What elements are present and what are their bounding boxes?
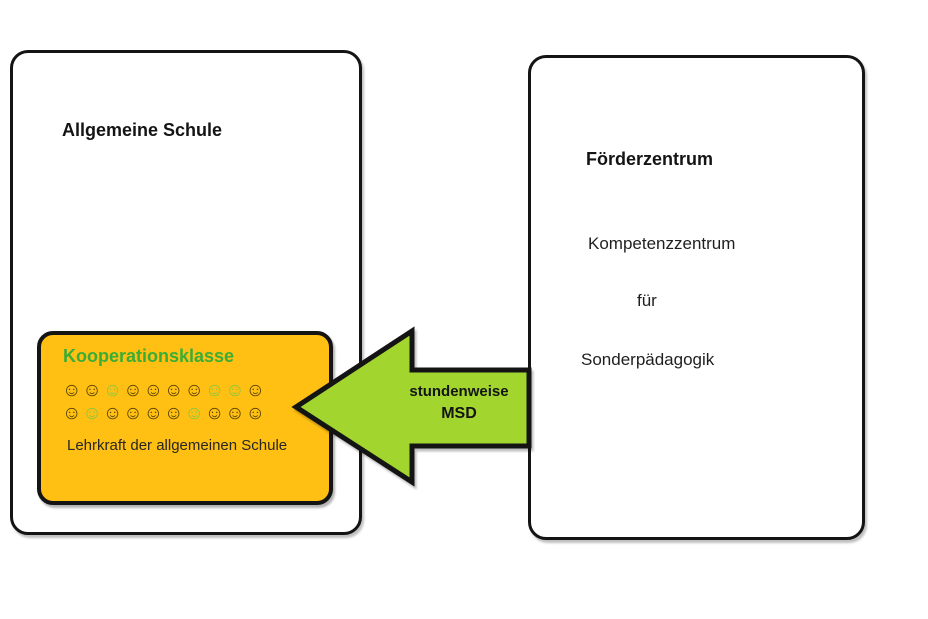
kompetenzzentrum-text: Kompetenzzentrum (588, 234, 736, 253)
smiley-face-icon: ☺ (82, 380, 103, 401)
smiley-face-icon: ☺ (245, 403, 267, 424)
smiley-face-icon: ☺ (184, 403, 205, 424)
smiley-face-icon: ☺ (204, 403, 226, 424)
msd-arrow (291, 326, 532, 487)
smiley-face-icon: ☺ (102, 380, 124, 401)
left-arrow-icon (291, 326, 532, 487)
smiley-face-icon: ☺ (225, 380, 246, 401)
smiley-row-1: ☺☺☺☺☺☺☺☺☺☺ (62, 381, 266, 400)
kooperationsklasse-title: Kooperationsklasse (63, 346, 235, 366)
smiley-face-icon: ☺ (62, 380, 83, 401)
smiley-face-icon: ☺ (204, 380, 226, 401)
smiley-face-icon: ☺ (123, 380, 144, 401)
sonderpaedagogik-text: Sonderpädagogik (581, 350, 715, 369)
smiley-face-icon: ☺ (143, 403, 165, 424)
smiley-face-icon: ☺ (62, 403, 83, 424)
smiley-row-2: ☺☺☺☺☺☺☺☺☺☺ (62, 404, 266, 423)
arrow-label: stundenweise MSD (396, 381, 522, 425)
smiley-face-icon: ☺ (225, 403, 246, 424)
smiley-face-icon: ☺ (82, 403, 103, 424)
smiley-face-icon: ☺ (245, 380, 267, 401)
fuer-text: für (637, 291, 657, 310)
arrow-label-line2: MSD (441, 405, 477, 422)
kooperationsklasse-box: Kooperationsklasse ☺☺☺☺☺☺☺☺☺☺ ☺☺☺☺☺☺☺☺☺☺… (37, 331, 333, 505)
arrow-label-line1: stundenweise (409, 383, 509, 400)
lehrkraft-caption: Lehrkraft der allgemeinen Schule (67, 437, 288, 454)
foerderzentrum-title: Förderzentrum (586, 149, 714, 169)
smiley-face-icon: ☺ (184, 380, 205, 401)
foerderzentrum-box (528, 55, 865, 540)
smiley-face-icon: ☺ (102, 403, 124, 424)
allgemeine-schule-title: Allgemeine Schule (62, 120, 223, 140)
smiley-face-icon: ☺ (143, 380, 165, 401)
smiley-face-icon: ☺ (164, 380, 185, 401)
smiley-face-icon: ☺ (123, 403, 144, 424)
smiley-face-icon: ☺ (164, 403, 185, 424)
